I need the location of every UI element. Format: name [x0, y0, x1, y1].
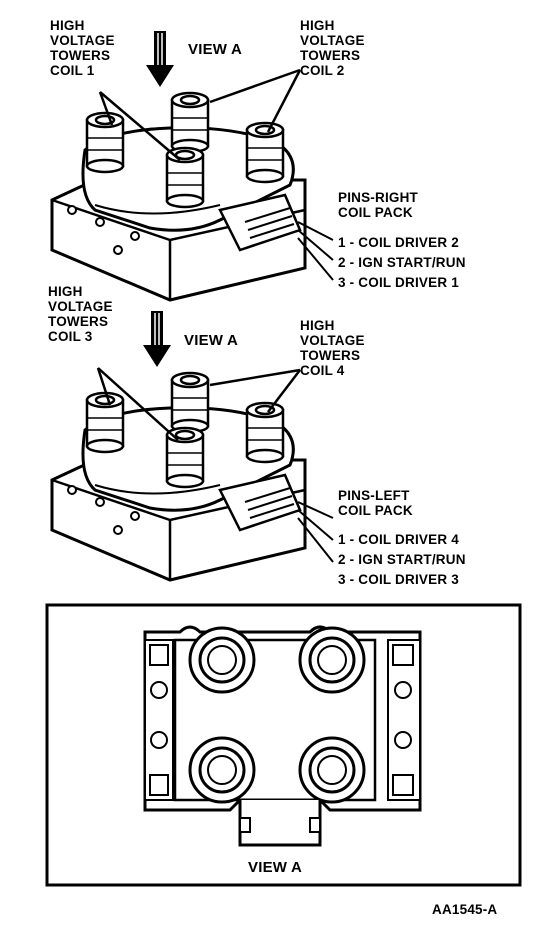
- top-view-a-label: VIEW A: [188, 41, 242, 58]
- top-coil-pack-illustration: [52, 30, 334, 300]
- pin-item: 3 - COIL DRIVER 3: [338, 572, 459, 587]
- view-a-panel: [45, 603, 522, 887]
- coil-2-tower-label: HIGH VOLTAGE TOWERS COIL 2: [300, 18, 365, 78]
- right-pack-pin-list: 1 - COIL DRIVER 2 2 - IGN START/RUN 3 - …: [338, 233, 466, 293]
- pin-item: 2 - IGN START/RUN: [338, 255, 466, 270]
- bottom-view-a-label: VIEW A: [184, 332, 238, 349]
- figure-id: AA1545-A: [432, 902, 498, 917]
- tower-top-view: [188, 736, 256, 804]
- pin-item: 2 - IGN START/RUN: [338, 552, 466, 567]
- coil-4-tower-label: HIGH VOLTAGE TOWERS COIL 4: [300, 318, 365, 378]
- bottom-coil-pack-illustration: [52, 310, 334, 580]
- pin-item: 1 - COIL DRIVER 2: [338, 235, 459, 250]
- coil-1-tower-label: HIGH VOLTAGE TOWERS COIL 1: [50, 18, 115, 78]
- view-a-caption: VIEW A: [248, 859, 302, 876]
- tower-top-view: [298, 736, 366, 804]
- tower-top-view: [188, 626, 256, 694]
- pin-item: 3 - COIL DRIVER 1: [338, 275, 459, 290]
- tower-top-view: [298, 626, 366, 694]
- left-pack-pins-title: PINS-LEFT COIL PACK: [338, 488, 413, 518]
- pin-item: 1 - COIL DRIVER 4: [338, 532, 459, 547]
- coil-3-tower-label: HIGH VOLTAGE TOWERS COIL 3: [48, 284, 113, 344]
- right-pack-pins-title: PINS-RIGHT COIL PACK: [338, 190, 419, 220]
- left-pack-pin-list: 1 - COIL DRIVER 4 2 - IGN START/RUN 3 - …: [338, 530, 466, 590]
